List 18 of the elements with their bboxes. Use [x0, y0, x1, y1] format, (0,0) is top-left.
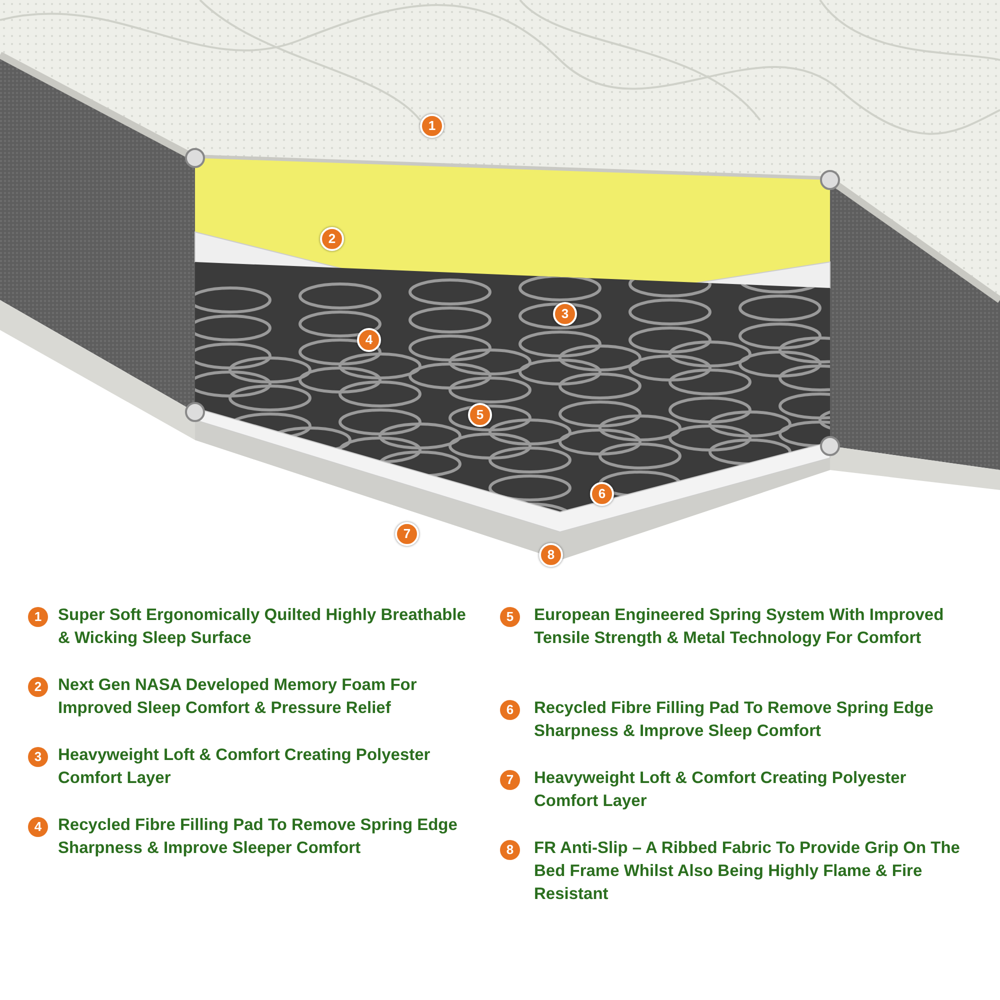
- feature-description: European Engineered Spring System With Improved Tensile Strength & Metal Technology For Comfort: [534, 605, 945, 649]
- feature-description: FR Anti-Slip – A Ribbed Fabric To Provide Grip On The Bed Frame Whilst Also Being Highly Flame & Fire Resistant: [534, 838, 961, 905]
- callout-number: 7: [500, 770, 520, 790]
- feature-description: Recycled Fibre Filling Pad To Remove Spring Edge Sharpness & Improve Sleeper Comfort: [58, 815, 458, 859]
- callout-number: 2: [28, 677, 48, 697]
- feature-description: Next Gen NASA Developed Memory Foam For Improved Sleep Comfort & Pressure Relief: [58, 675, 418, 719]
- callout-number: 4: [28, 817, 48, 837]
- callout-number: 6: [500, 700, 520, 720]
- feature-description: Super Soft Ergonomically Quilted Highly Breathable & Wicking Sleep Surface: [58, 605, 467, 649]
- callout-number: 5: [500, 607, 520, 627]
- callout-number: 8: [539, 543, 563, 567]
- feature-description: Heavyweight Loft & Comfort Creating Polyester Comfort Layer: [534, 768, 908, 812]
- callout-number: 8: [500, 840, 520, 860]
- callout-number: 3: [28, 747, 48, 767]
- callout-number: 7: [395, 522, 419, 546]
- callout-number: 1: [28, 607, 48, 627]
- feature-description: Heavyweight Loft & Comfort Creating Polyester Comfort Layer: [58, 745, 432, 789]
- feature-description: Recycled Fibre Filling Pad To Remove Spring Edge Sharpness & Improve Sleep Comfort: [534, 698, 934, 742]
